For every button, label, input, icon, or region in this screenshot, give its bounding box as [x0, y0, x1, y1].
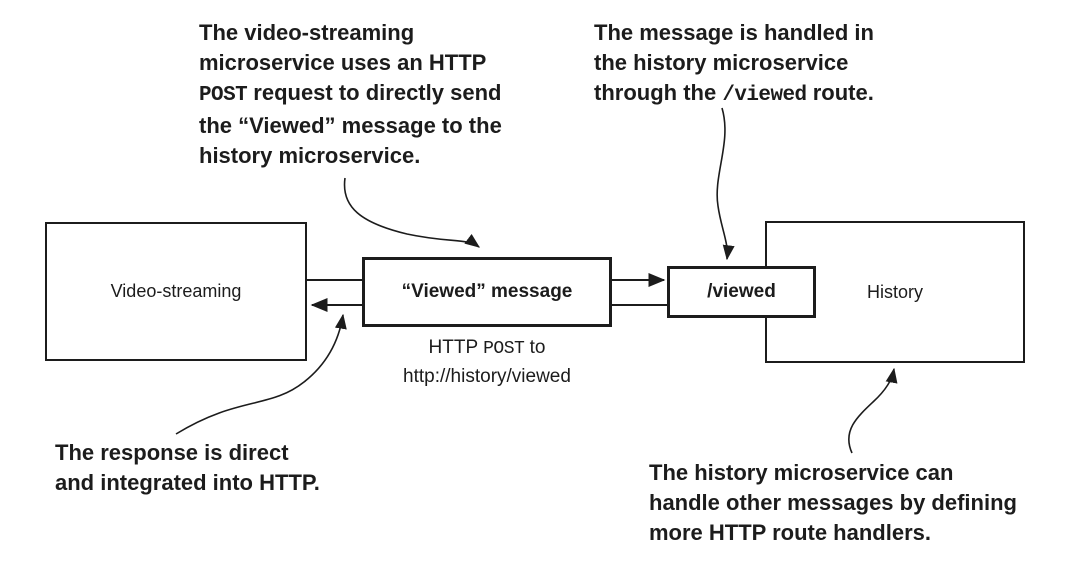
annotation-line: history microservice.: [199, 141, 502, 171]
annotation-line: the history microservice: [594, 48, 874, 78]
viewed-message-box: “Viewed” message: [362, 257, 612, 327]
callout-arrow-post-request: [343, 177, 481, 248]
caption-segment-post: POST: [483, 339, 525, 359]
annotation-segment-viewed-route: /viewed: [722, 84, 807, 107]
annotation-segment: request to directly send: [247, 80, 502, 105]
annotation-bottom-right: The history microservice can handle othe…: [649, 458, 1017, 548]
annotation-line: and integrated into HTTP.: [55, 468, 320, 498]
annotation-segment: microservice uses an HTTP: [199, 50, 487, 75]
annotation-segment: history microservice.: [199, 143, 421, 168]
annotation-segment: more HTTP route handlers.: [649, 520, 931, 545]
annotation-line: The message is handled in: [594, 18, 874, 48]
annotation-line: The video-streaming: [199, 18, 502, 48]
annotation-line: the “Viewed” message to the: [199, 111, 502, 141]
viewed-route-box: /viewed: [667, 266, 816, 318]
annotation-line: microservice uses an HTTP: [199, 48, 502, 78]
viewed-route-label: /viewed: [707, 281, 776, 302]
annotation-segment: The response is direct: [55, 440, 289, 465]
annotation-segment-post: POST: [199, 84, 248, 107]
annotation-segment: The message is handled in: [594, 20, 874, 45]
video-streaming-box: Video-streaming: [45, 222, 307, 361]
viewed-message-label: “Viewed” message: [401, 281, 573, 302]
video-streaming-label: Video-streaming: [110, 281, 242, 301]
annotation-line: through the /viewed route.: [594, 78, 874, 111]
http-post-caption: HTTP POST to http://history/viewed: [352, 334, 622, 390]
annotation-segment: through the: [594, 80, 723, 105]
annotation-segment: The history microservice can: [649, 460, 954, 485]
annotation-segment: handle other messages by defining: [649, 490, 1017, 515]
annotation-top-right: The message is handled in the history mi…: [594, 18, 874, 111]
caption-segment-url: http://history/viewed: [403, 366, 571, 387]
caption-segment: HTTP: [428, 337, 484, 358]
callout-arrow-response: [175, 313, 347, 435]
annotation-segment: route.: [806, 80, 874, 105]
history-label: History: [866, 281, 923, 302]
annotation-line: The response is direct: [55, 438, 320, 468]
annotation-segment: the “Viewed” message to the: [199, 113, 502, 138]
annotation-line: The history microservice can: [649, 458, 1017, 488]
annotation-line: handle other messages by defining: [649, 488, 1017, 518]
annotation-top-left: The video-streaming microservice uses an…: [199, 18, 502, 171]
annotation-segment: The video-streaming: [199, 20, 415, 45]
annotation-bottom-left: The response is direct and integrated in…: [55, 438, 320, 498]
caption-line-2: http://history/viewed: [352, 363, 622, 390]
annotation-line: more HTTP route handlers.: [649, 518, 1017, 548]
caption-segment: to: [524, 337, 546, 358]
callout-arrow-viewed-route: [716, 107, 735, 261]
annotation-segment: the history microservice: [594, 50, 849, 75]
annotation-segment: and integrated into HTTP.: [55, 470, 320, 495]
callout-arrow-route-handlers: [847, 367, 898, 454]
caption-line-1: HTTP POST to: [352, 334, 622, 363]
annotation-line: POST request to directly send: [199, 78, 502, 111]
